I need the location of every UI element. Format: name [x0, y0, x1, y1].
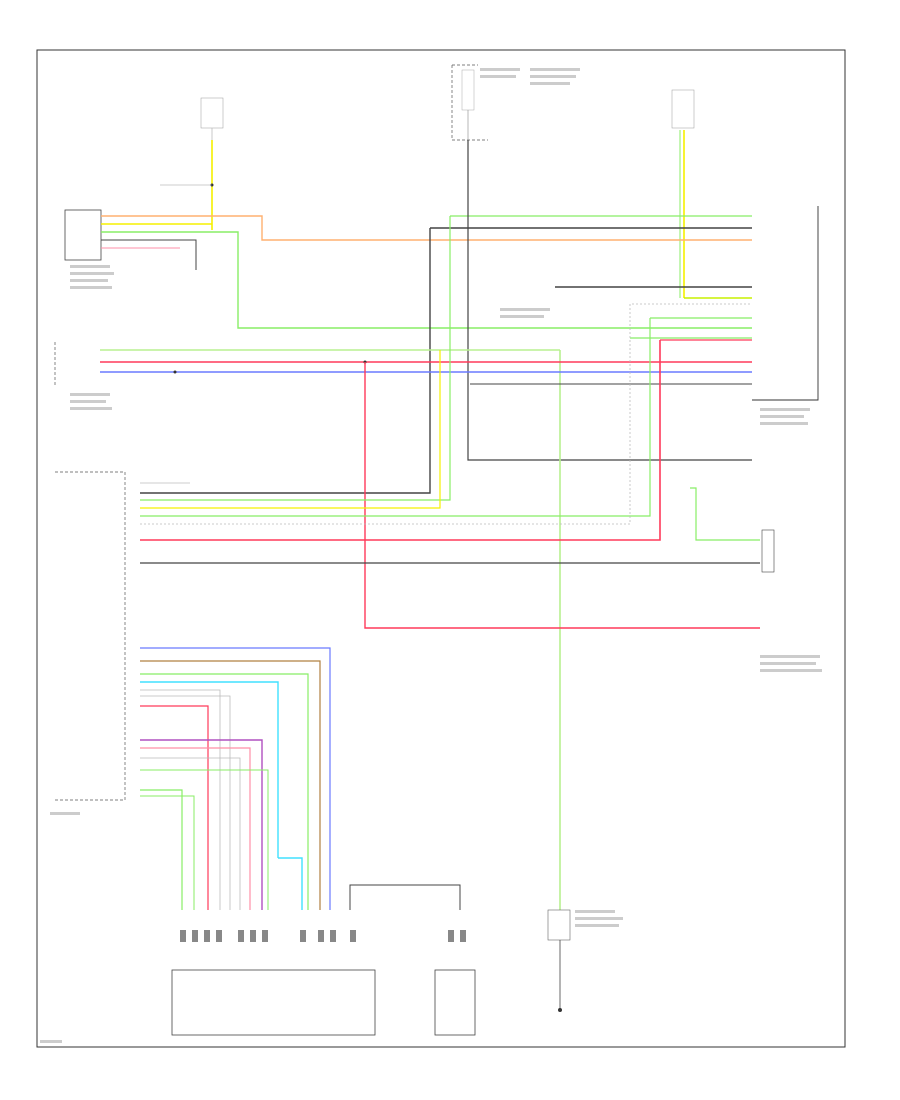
- wire-green-lower-3: [140, 789, 183, 910]
- wire-blue-lower: [140, 647, 331, 910]
- module-box-upper-left: [64, 209, 102, 261]
- diagram-frame: [36, 49, 846, 1048]
- wire-dark-vertical-center: [467, 140, 752, 461]
- wire-green-conn-1: [140, 216, 451, 501]
- wire-cyan-lower: [140, 681, 279, 858]
- relay-top-center: [451, 64, 488, 141]
- antenna-cable: [349, 884, 461, 910]
- illegible-labels: [40, 68, 822, 1043]
- wire-red-conn: [140, 340, 661, 541]
- audio-unit-connector: [55, 471, 126, 801]
- wire-dark-to-connector: [140, 228, 431, 494]
- wire-cyan-lower-2: [278, 857, 303, 910]
- wire-gray-lower-3: [140, 757, 241, 910]
- connector-pins: [180, 930, 336, 942]
- wire-gray-lower-2: [140, 695, 231, 910]
- wire-pink-lower: [140, 747, 251, 910]
- wire-orange: [101, 215, 752, 241]
- wire-gray-lower-1: [140, 689, 221, 910]
- speaker-connector-box: [171, 969, 376, 1036]
- antenna-pins: [350, 930, 466, 942]
- wire-brown-lower: [140, 660, 321, 910]
- wire-green-long: [101, 231, 752, 329]
- wire-green-lower: [140, 673, 309, 910]
- wire-green-conn-2: [140, 318, 651, 517]
- wire-red-drop: [364, 362, 760, 629]
- wire-green-relay: [690, 487, 760, 541]
- antenna-box: [434, 969, 476, 1036]
- wire-green-lower-4: [140, 795, 195, 910]
- wire-purple-lower: [140, 739, 263, 910]
- ground-icon: [558, 1008, 562, 1012]
- ground-component: [547, 909, 571, 941]
- module-right-bracket: [752, 206, 819, 401]
- wire-yellow-conn: [140, 350, 441, 509]
- splice: [173, 370, 177, 374]
- relay-right-small: [761, 529, 775, 573]
- wire-red-lower: [140, 705, 209, 910]
- wire-gray-dashed: [140, 303, 752, 525]
- wire-dark-ground: [101, 239, 197, 270]
- wire-green-lower-2: [140, 769, 269, 910]
- fuse-top-right: [671, 89, 695, 129]
